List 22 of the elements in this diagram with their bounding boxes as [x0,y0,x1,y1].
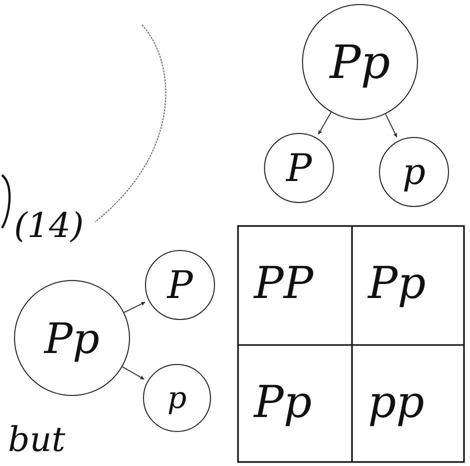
circle-node [379,137,449,207]
circle-node [143,364,211,432]
genotype-text: Pp [254,377,312,428]
allele-text: P [167,263,193,307]
circle-node [145,250,215,320]
arrow [124,302,146,313]
genotype-text: Pp [368,258,426,309]
genotype-text: PP [254,258,314,309]
allele-text: P [286,146,312,190]
arrow [122,366,144,380]
allele-text: Pp [44,314,100,362]
circle-node [302,4,418,120]
arrow [318,112,332,135]
allele-text: p [167,380,187,416]
arrow [385,114,398,138]
problem-number: (14) [14,206,84,246]
genotype-text: pp [368,377,424,428]
circle-node [14,280,130,396]
allele-text: p [402,152,426,192]
handwritten-word: but [8,420,66,460]
allele-text: Pp [330,35,390,89]
circle-node [264,133,334,203]
